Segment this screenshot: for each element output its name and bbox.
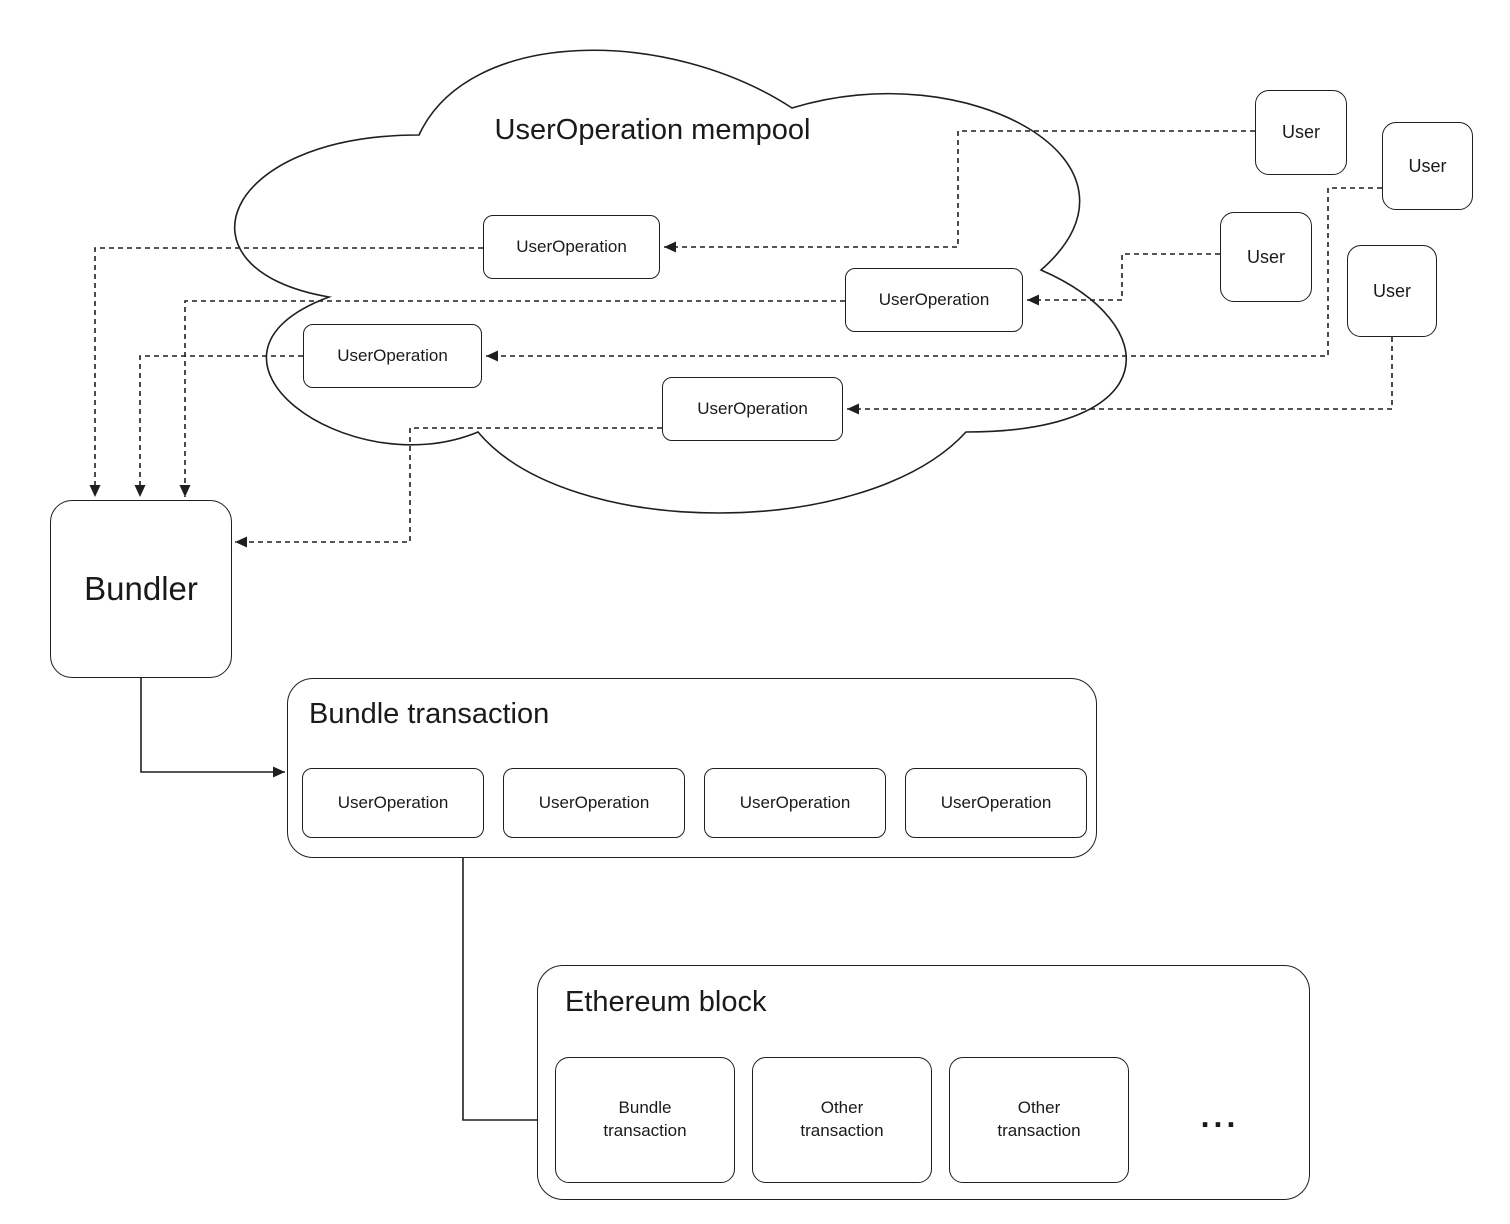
mempool-userop-3-label: UserOperation	[337, 346, 448, 365]
connector-user1-to-userop1	[664, 130, 1255, 253]
mempool-userop-3: UserOperation	[303, 324, 482, 388]
mempool-userop-2: UserOperation	[845, 268, 1023, 332]
connector-user4-to-userop4	[847, 337, 1393, 415]
bundler-label: Bundler	[84, 570, 198, 607]
bundle-userop-4-label: UserOperation	[940, 793, 1052, 812]
connector-userop3-to-bundler	[134, 355, 303, 497]
mempool-userop-1: UserOperation	[483, 215, 660, 279]
connector-userop2-to-bundler	[179, 300, 845, 497]
connector-user2-to-userop3	[486, 187, 1382, 362]
user-node-4-label: User	[1372, 280, 1411, 301]
connector-user3-to-userop2	[1027, 253, 1220, 306]
mempool-userop-2-label: UserOperation	[878, 290, 990, 309]
ethereum-tx-bundle: Bundle transaction	[555, 1057, 735, 1183]
user-node-1: User	[1255, 90, 1347, 175]
user-node-1-label: User	[1281, 122, 1320, 142]
mempool-userop-1-label: UserOperation	[516, 237, 627, 256]
user-node-2-label: User	[1408, 155, 1447, 176]
ethereum-block-title: Ethereum block	[565, 986, 767, 1018]
ethereum-tx-other-1: Other transaction	[752, 1057, 932, 1183]
bundle-userop-1: UserOperation	[302, 768, 484, 838]
user-node-4: User	[1347, 245, 1437, 337]
bundle-transaction-title: Bundle transaction	[309, 698, 550, 730]
bundle-userop-2: UserOperation	[503, 768, 685, 838]
bundle-userop-3-label: UserOperation	[739, 793, 851, 812]
mempool-label: UserOperation mempool	[494, 114, 811, 146]
bundle-userop-2-label: UserOperation	[538, 793, 650, 812]
mempool-userop-4: UserOperation	[662, 377, 843, 441]
bundler-node: Bundler	[50, 500, 232, 678]
connector-bundle-transaction-to-ethereum-block	[462, 858, 553, 1126]
more-transactions-ellipsis: ...	[1200, 1097, 1240, 1134]
user-node-2: User	[1382, 122, 1473, 210]
bundle-userop-1-label: UserOperation	[337, 793, 449, 812]
mempool-cloud-outline	[233, 49, 1127, 514]
connector-bundler-to-bundle-transaction	[140, 678, 285, 778]
ethereum-tx-other-2-label: Other transaction	[997, 1098, 1081, 1140]
user-node-3: User	[1220, 212, 1312, 302]
ethereum-tx-other-1-label: Other transaction	[800, 1098, 884, 1140]
user-node-3-label: User	[1246, 246, 1285, 267]
connector-userop4-to-bundler	[235, 427, 662, 548]
ethereum-tx-bundle-label: Bundle transaction	[603, 1098, 687, 1140]
mempool-userop-4-label: UserOperation	[697, 399, 808, 418]
bundle-userop-3: UserOperation	[704, 768, 886, 838]
ethereum-tx-other-2: Other transaction	[949, 1057, 1129, 1183]
connector-userop1-to-bundler	[89, 247, 483, 497]
bundle-userop-4: UserOperation	[905, 768, 1087, 838]
